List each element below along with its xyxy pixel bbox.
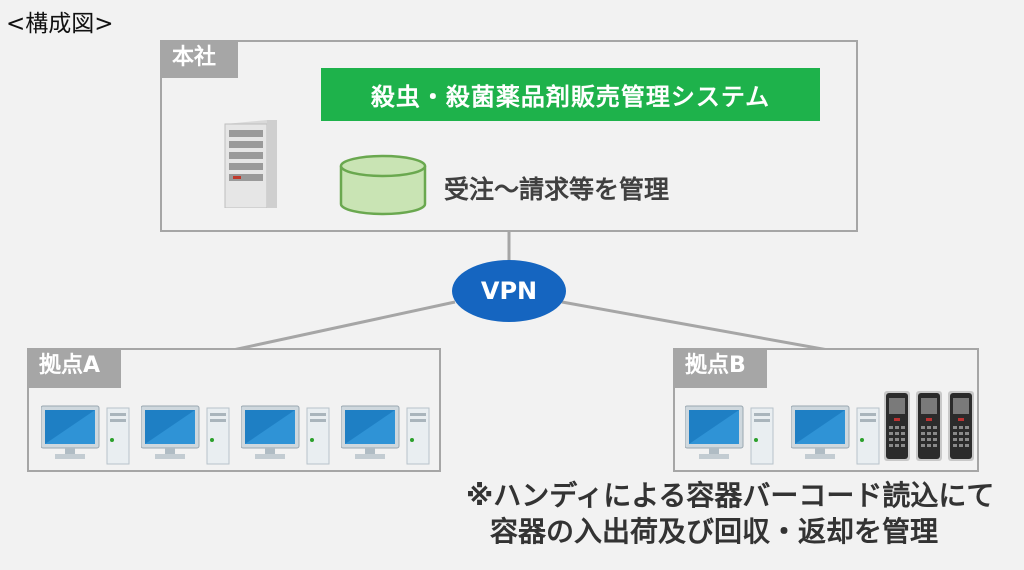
- note-line-2: 容器の入出荷及び回収・返却を管理: [490, 515, 939, 548]
- server-icon: [224, 120, 277, 208]
- hq-box: 本社 殺虫・殺菌薬品剤販売管理システム 受注～請求等を管理: [160, 40, 858, 232]
- hq-label: 本社: [162, 42, 238, 78]
- desktop-pc-icon: [791, 405, 880, 465]
- desktop-pc-icon: [341, 405, 430, 465]
- handy-terminal-icon: [948, 391, 974, 461]
- site-b-box: 拠点B: [673, 348, 979, 472]
- diagram-heading: <構成図>: [6, 11, 114, 37]
- site-a-box: 拠点A: [27, 348, 441, 472]
- desktop-pc-icon: [41, 405, 130, 465]
- vpn-site-b-line: [561, 300, 829, 352]
- desktop-pc-icon: [141, 405, 230, 465]
- site-a-label: 拠点A: [29, 350, 121, 388]
- vpn-node: VPN: [452, 260, 566, 322]
- handy-terminal-icon: [884, 391, 910, 461]
- handy-terminal-icon: [916, 391, 942, 461]
- database-icon: [339, 154, 427, 216]
- db-caption: 受注～請求等を管理: [444, 175, 670, 204]
- site-b-label: 拠点B: [675, 350, 767, 388]
- note-line-1: ※ハンディによる容器バーコード読込にて: [466, 479, 995, 512]
- system-banner: 殺虫・殺菌薬品剤販売管理システム: [321, 68, 820, 121]
- desktop-pc-icon: [241, 405, 330, 465]
- desktop-pc-icon: [685, 405, 774, 465]
- vpn-site-a-line: [232, 300, 456, 352]
